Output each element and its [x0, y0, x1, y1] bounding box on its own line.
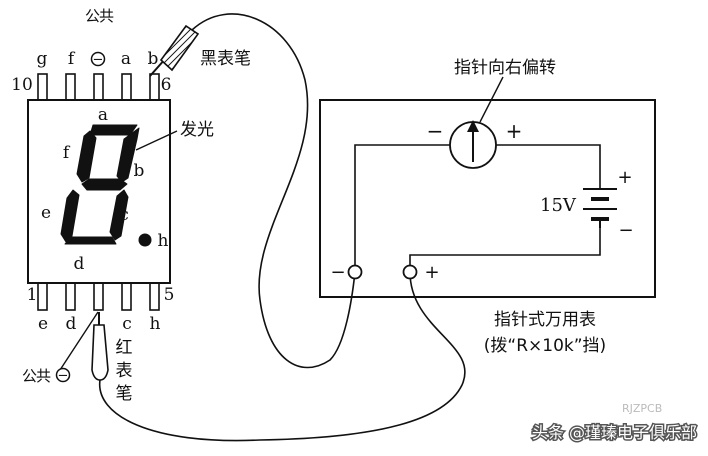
segment-f — [76, 130, 97, 183]
battery-plus: + — [617, 167, 632, 188]
watermark-logo: RJZPCB — [622, 402, 662, 415]
watermark: RJZPCB 头条 @瑾瑧电子俱乐部 — [530, 402, 698, 444]
bottom-common-label: 公共 — [22, 367, 51, 385]
terminal-plus-jack — [402, 264, 418, 280]
bottom-pin-e: e — [38, 314, 48, 334]
deflect-label: 指针向右偏转 — [454, 58, 556, 78]
multimeter-subtitle: (拨“R×10k”挡) — [484, 336, 606, 356]
red-probe-char-3: 笔 — [116, 384, 133, 404]
black-probe-label: 黑表笔 — [200, 49, 251, 69]
bottom-common-minus-glyph: − — [58, 369, 69, 384]
segment-a — [89, 124, 138, 136]
seg-label-c: c — [119, 205, 129, 225]
red-probe: 红 表 笔 — [91, 312, 133, 404]
emit-label: 发光 — [180, 120, 214, 140]
red-probe-handle — [91, 324, 109, 381]
terminal-minus-label: − — [330, 262, 345, 283]
deflect-leader — [479, 76, 504, 123]
top-pin-f: f — [68, 49, 76, 69]
pin-1-label: 1 — [27, 285, 38, 305]
bottom-common-leader — [59, 311, 99, 371]
pin-5-label: 5 — [164, 285, 175, 305]
segment-h-dot — [138, 233, 152, 247]
watermark-text: 头条 @瑾瑧电子俱乐部 — [532, 423, 697, 442]
multimeter-box — [319, 99, 656, 298]
needle-arrow-icon — [467, 120, 479, 132]
terminal-minus-jack — [347, 264, 363, 280]
top-pin-g: g — [37, 49, 48, 69]
battery — [583, 188, 617, 228]
multimeter-title: 指针式万用表 — [494, 310, 596, 330]
digit-segments — [60, 124, 140, 245]
segment-e — [60, 189, 80, 243]
red-probe-char-2: 表 — [116, 361, 133, 381]
segment-d — [64, 236, 117, 245]
seg-label-f: f — [63, 143, 71, 163]
seg-label-d: d — [74, 254, 85, 274]
black-lead-wire — [191, 13, 356, 369]
seg-label-a: a — [98, 105, 108, 125]
top-pins — [37, 73, 160, 103]
pin-10-label: 10 — [11, 75, 33, 95]
gauge-minus: − — [427, 119, 444, 143]
seg-label-e: e — [41, 203, 51, 223]
top-pin-a: a — [121, 49, 131, 69]
segment-g — [81, 178, 128, 191]
seg-label-g: g — [91, 153, 105, 177]
red-lead-wire — [98, 271, 466, 442]
pin-6-label: 6 — [161, 75, 172, 95]
bottom-pin-d: d — [66, 314, 77, 334]
top-common-label: 公共 — [85, 7, 114, 25]
bottom-common-minus-icon — [55, 367, 71, 383]
seg-label-b: b — [134, 161, 145, 181]
red-probe-char-1: 红 — [116, 338, 133, 358]
segment-c — [109, 189, 129, 241]
battery-minus: − — [618, 220, 633, 241]
multimeter: − + 指针向右偏转 15V + − − + — [319, 58, 656, 298]
bottom-pin-c: c — [122, 314, 132, 334]
terminal-plus-label: + — [424, 262, 439, 283]
seg-label-h: h — [158, 231, 169, 251]
emit-leader — [135, 130, 178, 151]
battery-voltage: 15V — [540, 195, 577, 216]
gauge-plus: + — [506, 119, 523, 143]
top-pin-b: b — [148, 49, 159, 69]
top-common-minus-glyph: − — [93, 53, 104, 68]
top-common-minus-icon — [90, 51, 106, 67]
seven-segment-display: a b c d e f g h 发光 g f a b 公共 − 10 6 1 5… — [11, 7, 214, 385]
bottom-pin-h: h — [150, 314, 161, 334]
bottom-pins — [37, 281, 160, 311]
black-probe-handle — [159, 24, 200, 72]
test-leads — [98, 13, 466, 442]
black-probe: 黑表笔 — [149, 24, 251, 77]
